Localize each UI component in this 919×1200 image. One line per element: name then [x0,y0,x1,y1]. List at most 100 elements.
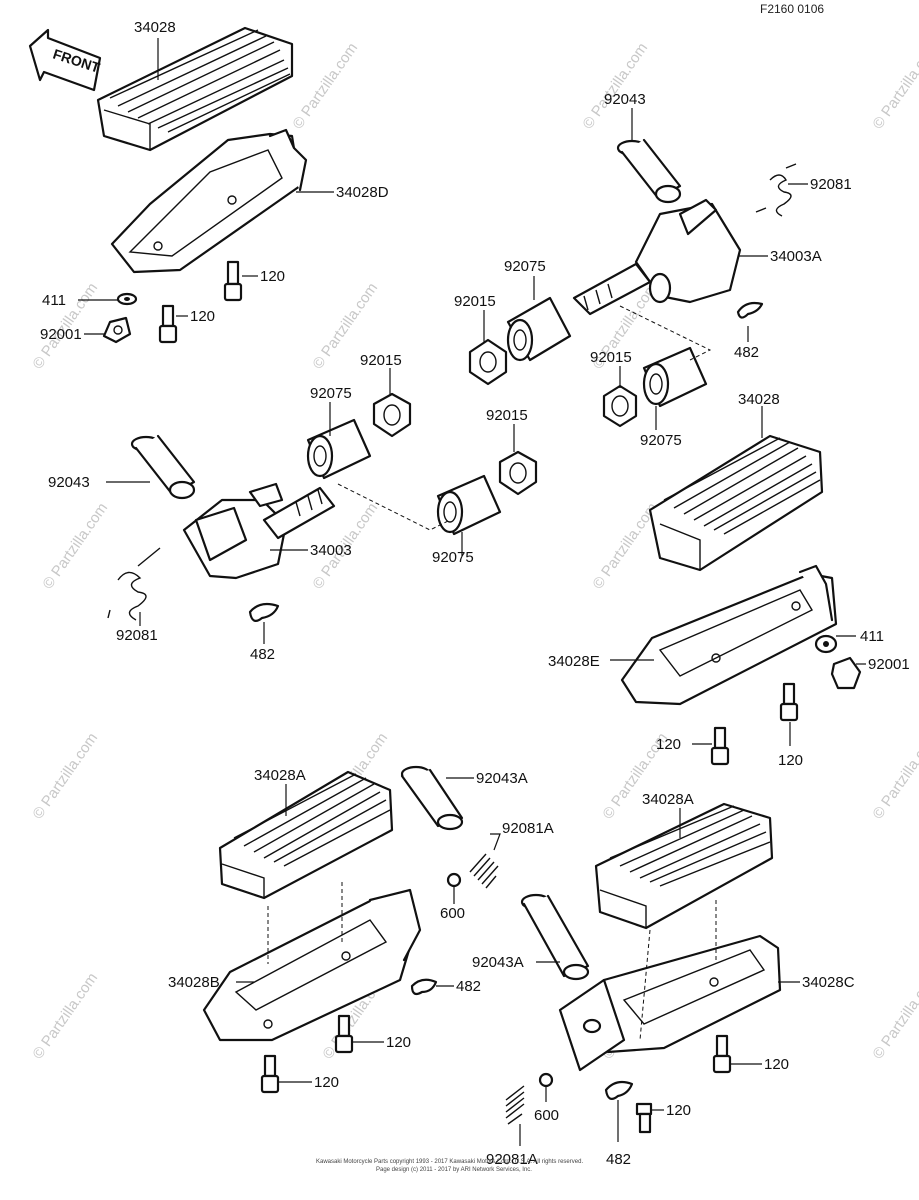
label-92081: 92081 [116,627,158,644]
collar-92075-b [642,346,708,408]
spring-92081A-right [505,1085,525,1125]
washer-411-b [814,634,838,654]
footpeg-rubber-34028-right [648,434,824,572]
label-34028: 34028 [134,19,176,36]
watermark: © Partzilla.com [39,500,111,593]
watermark: © Partzilla.com [869,970,919,1063]
label-120: 120 [778,752,803,769]
watermark: © Partzilla.com [869,730,919,823]
pin-92043A-left [400,765,464,831]
label-34028D: 34028D [336,184,389,201]
label-120: 120 [656,736,681,753]
label-120: 120 [314,1074,339,1091]
footpeg-rubber-34028A-right [594,802,774,930]
label-92043A: 92043A [476,770,528,787]
watermark: © Partzilla.com [289,40,361,133]
nut-92001-a [102,316,132,344]
footpeg-rubber-34028A-left [218,770,394,900]
label-120: 120 [386,1034,411,1051]
label-120: 120 [666,1102,691,1119]
collar-92075-d [436,474,502,536]
pin-92043-left [130,434,196,500]
clip-482-c [410,978,438,996]
nut-92015-a [468,338,508,386]
nut-92015-b [602,384,638,428]
bolt-120-h [635,1102,653,1134]
nut-92015-c [372,392,412,438]
label-92075: 92075 [504,258,546,275]
label-92081A: 92081A [502,820,554,837]
label-482: 482 [606,1151,631,1168]
label-92043A: 92043A [472,954,524,971]
footpeg-rubber-34028-top [96,26,294,152]
label-482: 482 [250,646,275,663]
clip-482-b [248,602,280,622]
bolt-120-e [334,1014,354,1054]
bolt-120-f [260,1054,280,1094]
label-34028: 34028 [738,391,780,408]
spring-92081-left [107,547,161,621]
label-411: 411 [42,292,66,309]
assembly-line [619,305,712,361]
label-92043: 92043 [604,91,646,108]
watermark: © Partzilla.com [29,730,101,823]
label-34003A: 34003A [770,248,822,265]
bolt-120-b [158,304,178,344]
watermark: © Partzilla.com [869,40,919,133]
label-92075: 92075 [310,385,352,402]
label-120: 120 [190,308,215,325]
diagram-code: F2160 0106 [760,2,824,16]
leader-lines [78,38,866,1146]
label-34028E: 34028E [548,653,600,670]
spring-92081A-left [469,853,499,889]
label-92075: 92075 [432,549,474,566]
label-482: 482 [734,344,759,361]
label-120: 120 [260,268,285,285]
label-92081A: 92081A [486,1151,538,1168]
nut-92001-b [830,656,862,690]
watermark: © Partzilla.com [579,40,651,133]
bolt-120-d [779,682,799,722]
holder-34003A [572,198,742,316]
label-92043: 92043 [48,474,90,491]
label-92081: 92081 [810,176,852,193]
label-34028C: 34028C [802,974,855,991]
bolt-120-c [710,726,730,766]
copyright-line-2: Page design (c) 2011 - 2017 by ARI Netwo… [376,1167,532,1173]
label-92015: 92015 [486,407,528,424]
label-600: 600 [534,1107,559,1124]
bolt-120-a [223,260,243,302]
label-482: 482 [456,978,481,995]
label-34028B: 34028B [168,974,220,991]
label-34028A: 34028A [254,767,306,784]
washer-411-a [116,292,138,306]
copyright-line-1: Kawasaki Motorcycle Parts copyright 1993… [316,1159,583,1165]
nut-92015-d [498,450,538,496]
ball-600-b [538,1072,554,1088]
collar-92075-c [306,418,372,480]
label-34028A: 34028A [642,791,694,808]
assembly-line [639,900,717,1041]
front-arrow-icon: FRONT [28,28,102,92]
pin-92043A-right [520,893,590,981]
label-92015: 92015 [360,352,402,369]
label-92015: 92015 [454,293,496,310]
footpeg-bracket-34028D [110,128,308,274]
ball-600-a [446,872,462,888]
assembly-line [267,882,343,964]
label-92015: 92015 [590,349,632,366]
label-92001: 92001 [40,326,82,343]
footpeg-bracket-34028C [558,934,782,1072]
collar-92075-a [506,296,572,362]
label-34003: 34003 [310,542,352,559]
watermark: © Partzilla.com [29,970,101,1063]
clip-482-d [604,1080,634,1100]
label-92075: 92075 [640,432,682,449]
holder-34003 [182,482,336,580]
footpeg-bracket-34028B [202,888,422,1042]
label-411: 411 [860,628,884,645]
bolt-120-g [712,1034,732,1074]
footpeg-bracket-34028E [620,564,838,706]
pin-92043-top [616,138,682,204]
part-labels: 34028 34028D 120 120 411 92001 92043 920… [40,19,910,1168]
